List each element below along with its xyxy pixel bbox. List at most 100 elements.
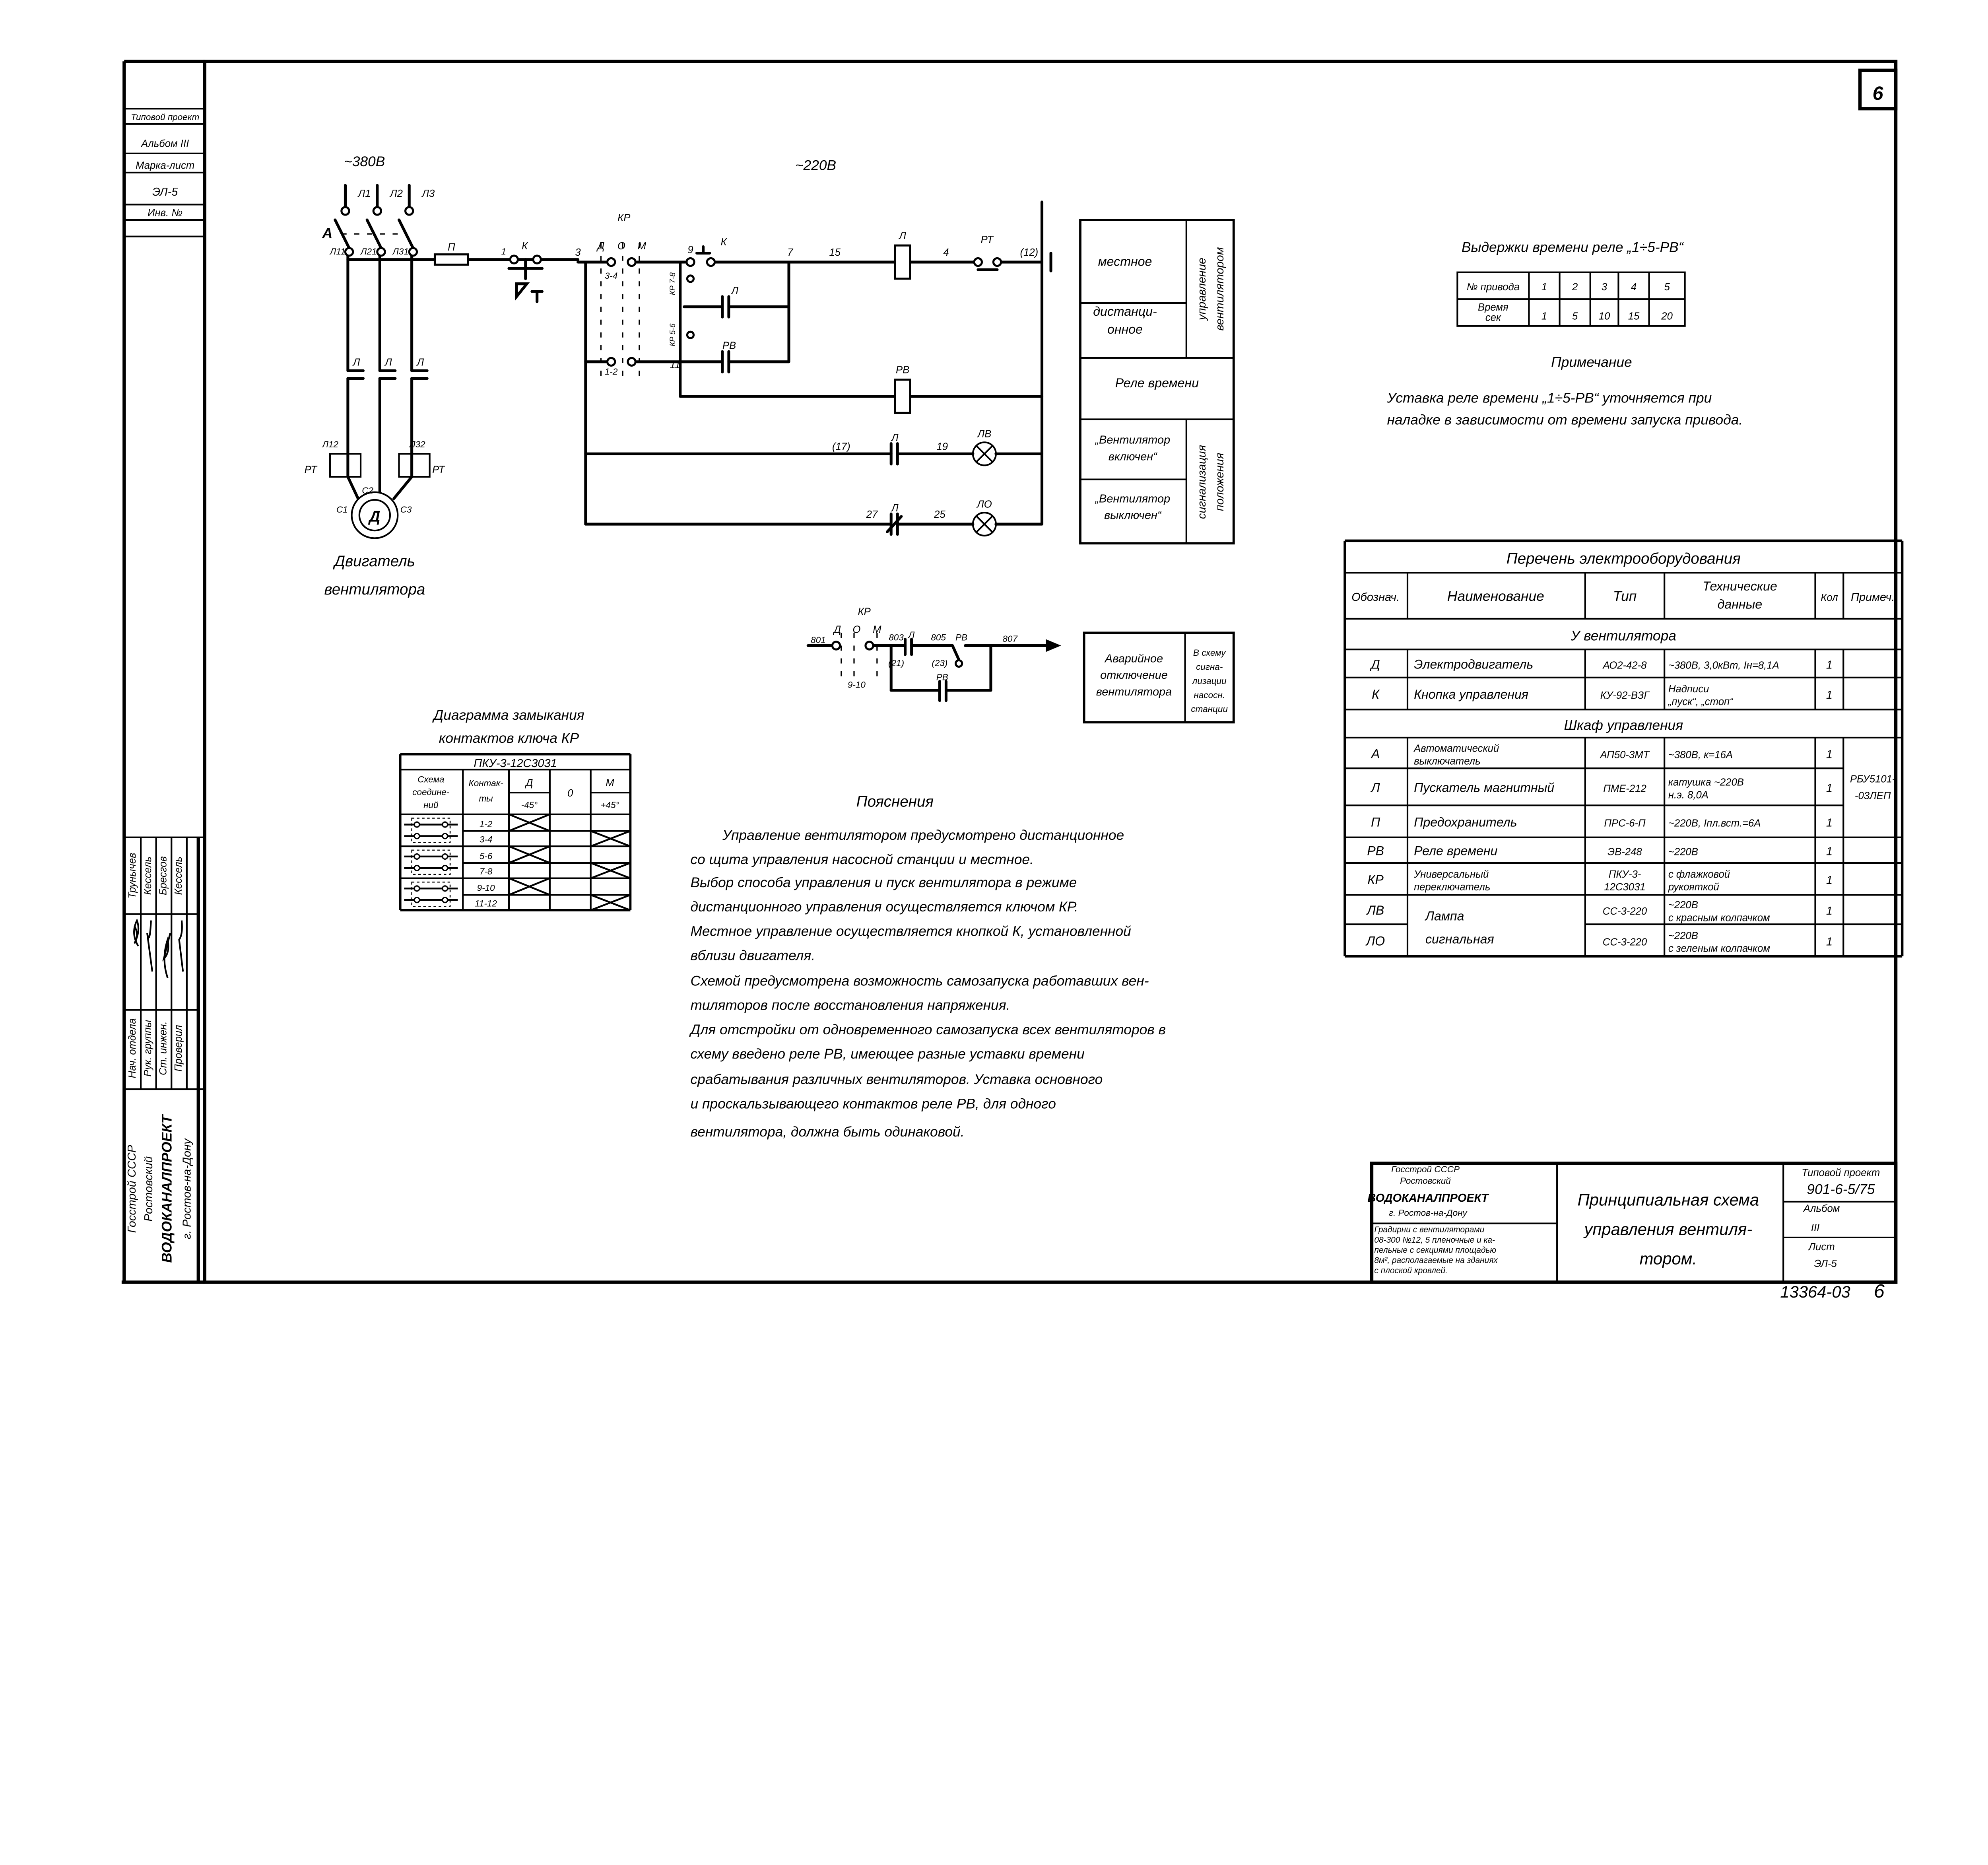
signature-2 [146,920,153,972]
sheet-label: Лист [1808,1241,1835,1253]
wire-number: (21) [888,658,904,668]
drawing-title-line: тором. [1640,1249,1697,1268]
col-header: ний [423,800,439,810]
album-number: III [1811,1222,1819,1234]
wire-number: (23) [932,658,947,668]
emergency-box-text: насосн. [1194,690,1225,700]
contact-numbers: 3-4 [605,271,618,281]
cell-name: Электродвигатель [1414,657,1533,671]
legend-group: управление [1196,258,1208,321]
emergency-box-text: отключение [1100,669,1168,682]
org-vertical-line: г. Ростов-на-Дону [181,1138,193,1239]
switch-position: Д [596,241,604,252]
emergency-box-text: сигна- [1196,662,1223,672]
explanation-line: вблизи двигателя. [690,948,815,963]
power-circuit [329,184,580,539]
approval-grid [124,836,205,1282]
connection-scheme-icon [404,849,458,875]
approval-role: Рук. группы [142,1020,153,1077]
strip-typical-project: Типовой проект [131,112,199,122]
contactor-label: Л [416,357,424,368]
cell-type: ЭВ-248 [1607,847,1642,858]
wire-number: 27 [866,509,878,520]
emergency-circuit [806,631,1235,724]
contact-label: РВ [936,672,948,682]
phase-label: Л3 [421,188,435,199]
cell-type: ПРС-6-П [1604,818,1646,829]
sheet-code: ЭЛ-5 [1814,1258,1837,1269]
contact-numbers: 9-10 [848,680,866,690]
terminal-label: С3 [400,505,412,515]
cell-type: ПМЕ-212 [1603,783,1646,795]
contact-label: Л [891,432,899,443]
explanation-line: тиляторов после восстановления напряжени… [690,998,1010,1013]
coil-l [894,244,912,280]
cell-specs: с зеленым колпачком [1668,943,1771,954]
org-vertical-line: Госстрой СССР [126,1145,138,1233]
legend-remote: онное [1107,322,1143,336]
drawing-title-line: управления вентиля- [1583,1220,1752,1239]
cell-designation: К [1372,687,1380,701]
wire-number: 4 [943,247,949,258]
delay-seconds: 15 [1628,311,1640,322]
cell-designation: ЛО [1365,934,1385,948]
lamp-lo-symbol [972,512,997,537]
approval-role: Ст. инжен. [157,1021,169,1075]
cell-designation: П [1371,815,1380,829]
note-title: Примечание [1551,355,1632,370]
control-circuit [577,200,1052,537]
legend-remote: дистанци- [1093,304,1157,319]
motor-label: Д [368,508,380,525]
closed-mark [590,830,631,847]
emergency-box-text: станции [1191,704,1228,714]
switch-label: КР [617,212,630,223]
contact-numbers: 1-2 [605,367,618,377]
cell-qty: 1 [1826,748,1833,761]
emergency-box-text: Аварийное [1104,652,1163,665]
legend-group: вентилятором [1213,247,1226,330]
wire-number: 7 [787,247,794,258]
signature-1 [133,918,140,947]
col-header: Примеч. [1851,591,1895,604]
thermal-relay-1 [329,453,362,478]
cell-name: Лампа [1425,909,1464,923]
strip-mark-sheet: ЭЛ-5 [152,186,178,198]
cell-qty: 1 [1826,782,1833,795]
strip-inv-label: Инв. № [148,207,182,218]
contact-label: РВ [955,633,967,643]
closed-mark [590,862,631,879]
explanations-title: Пояснения [856,793,934,810]
cell-specs: ~220В, Iпл.вст.=6А [1668,818,1761,829]
lamp-label: ЛВ [977,428,992,439]
thermal-relay-2 [398,453,431,478]
contact-pair: 11-12 [475,898,497,908]
legend-relay: Реле времени [1115,376,1199,390]
note-line: Уставка реле времени „1÷5-РВ“ уточняется… [1387,390,1712,406]
contact-pair: 5-6 [480,851,493,861]
phase-label: Л2 [389,188,403,199]
cell-designation: Д [1370,657,1380,671]
closed-mark [509,877,550,896]
explanation-line: Управление вентилятором предусмотрено ди… [722,828,1124,843]
col-header: данные [1718,597,1763,611]
closed-mark [590,894,631,911]
sheet-number-box [1858,68,1898,111]
coil-label: РВ [896,365,909,376]
typical-project-number: 901-6-5/75 [1807,1182,1875,1197]
cell-qty: 1 [1826,816,1833,829]
cell-type: СС-3-220 [1603,936,1647,948]
approval-role: Нач. отдела [127,1018,138,1078]
cell-specs: с красным колпачком [1668,912,1770,923]
cell-qty: 1 [1826,689,1833,701]
legend-fan-on: включен“ [1109,450,1157,463]
cell-specs: н.э. 8,0А [1668,790,1708,801]
archive-number: 13364-03 [1780,1282,1850,1301]
note-line: наладке в зависимости от времени запуска… [1387,412,1743,427]
emergency-box-text: вентилятора [1096,686,1172,698]
strip-album: Альбом III [140,138,189,150]
control-voltage: ~220В [795,158,836,173]
col-header: Д [524,777,533,789]
approval-name: Бресгов [157,856,169,895]
cell-specs: катушка ~220В [1668,777,1744,788]
